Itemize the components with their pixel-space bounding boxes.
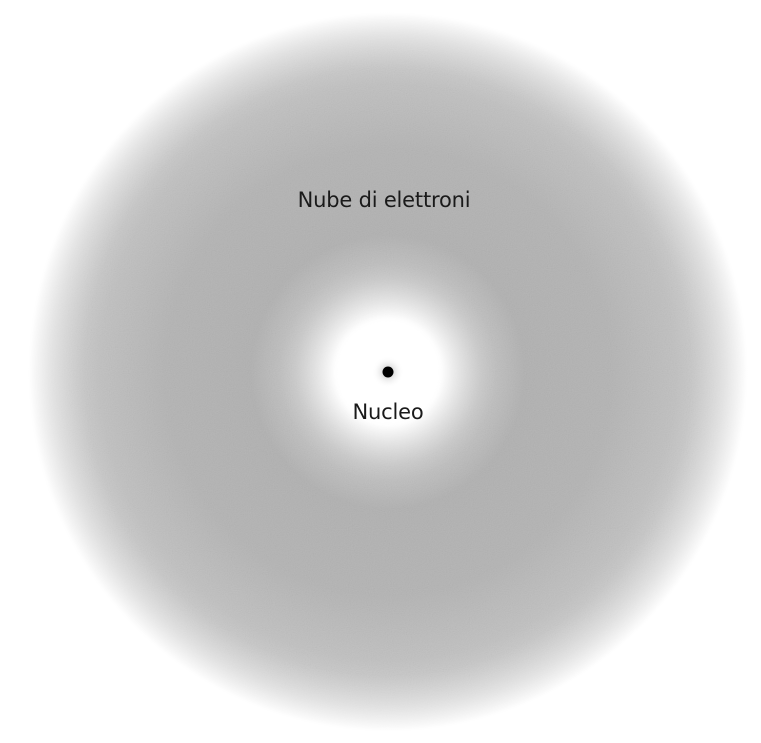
- nucleus-dot: [383, 367, 394, 378]
- nucleus-label: Nucleo: [353, 400, 424, 424]
- electron-cloud-label: Nube di elettroni: [298, 188, 471, 212]
